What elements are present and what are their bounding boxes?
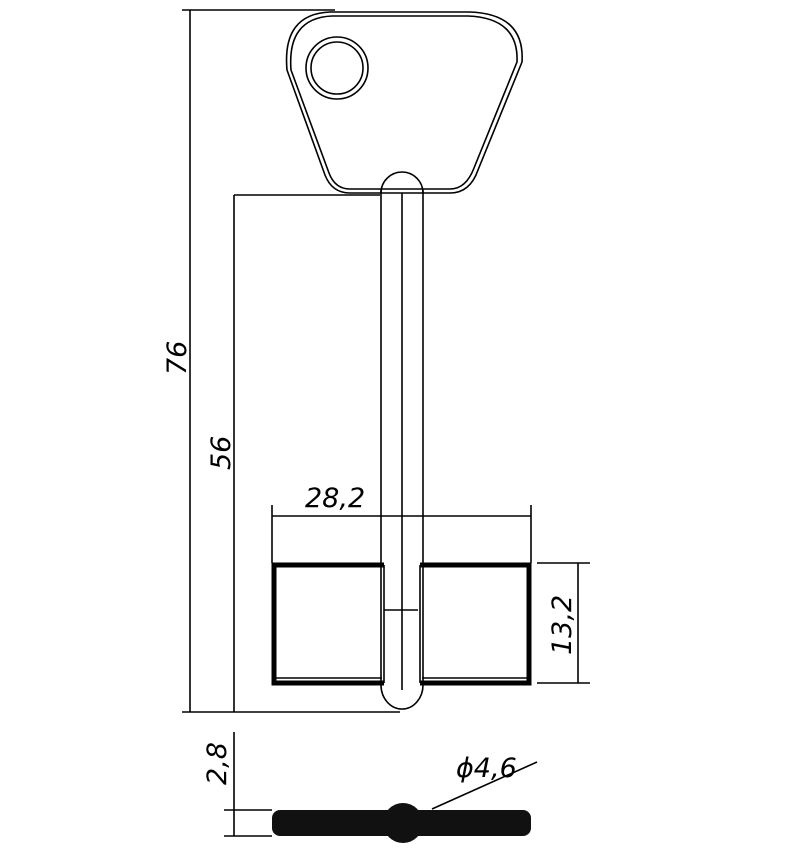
dimension-bit-span: 28,2 xyxy=(271,483,532,563)
dimension-label-13-2: 13,2 xyxy=(547,595,578,655)
key-bits xyxy=(271,562,532,686)
dimension-label-56: 56 xyxy=(206,436,237,470)
dimension-label-diameter: ϕ4,6 xyxy=(456,753,517,784)
dimension-bit-height: 13,2 xyxy=(537,562,590,684)
dimension-label-2-8: 2,8 xyxy=(202,742,233,785)
key-shank xyxy=(380,171,424,710)
dimension-label-76: 76 xyxy=(162,341,193,375)
dimension-shank-length: 56 xyxy=(206,194,380,712)
dimension-overall-length: 76 xyxy=(162,9,400,713)
key-head xyxy=(285,11,523,194)
dimension-label-28-2: 28,2 xyxy=(305,483,365,514)
key-cross-section: 2,8 ϕ4,6 xyxy=(202,732,538,843)
key-ring-hole xyxy=(305,36,369,100)
